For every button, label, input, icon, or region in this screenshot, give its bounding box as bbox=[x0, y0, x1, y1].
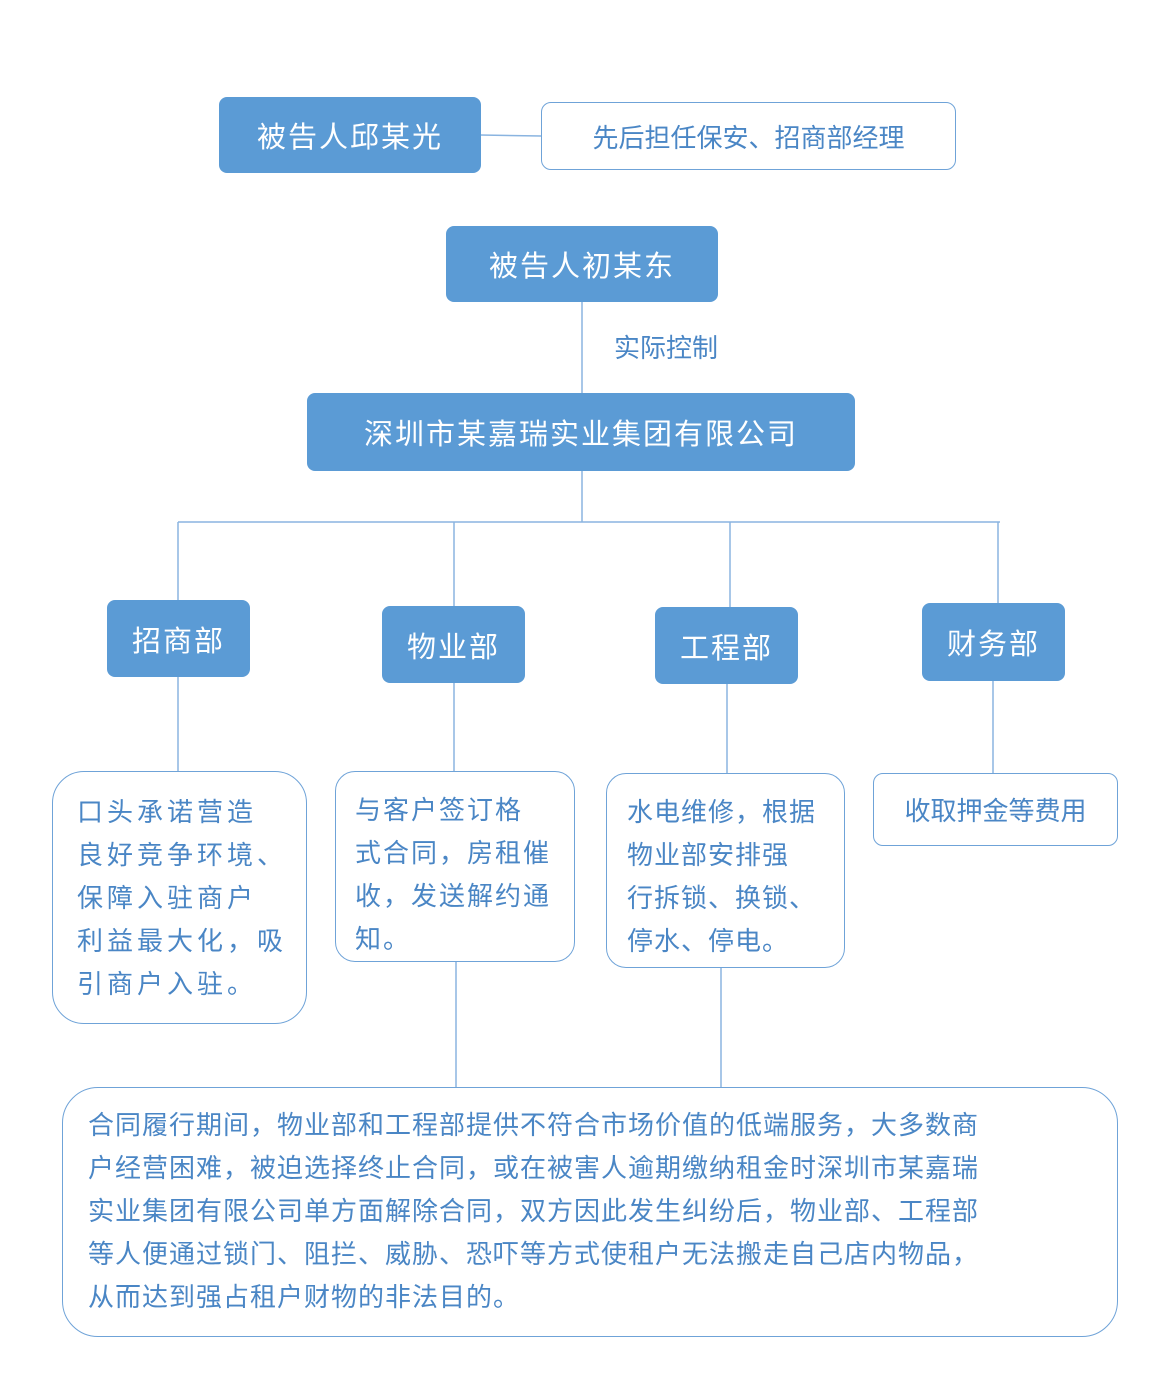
defendant-qiu-role: 先后担任保安、招商部经理 bbox=[592, 123, 905, 154]
duty-zhaoshang-box: 口头承诺营造 良好竞争环境、 保障入驻商户 利益最大化，吸 引商户入驻。 bbox=[52, 771, 307, 1024]
duty-caiwu-box: 收取押金等费用 bbox=[873, 773, 1118, 846]
duty-wuye-line: 与客户签订格 bbox=[355, 796, 524, 826]
duty-gongcheng-box: 水电维修，根据 物业部安排强 行拆锁、换锁、 停水、停电。 bbox=[606, 773, 845, 968]
company-box: 深圳市某嘉瑞实业集团有限公司 bbox=[307, 393, 855, 471]
dept-zhaoshang-name: 招商部 bbox=[131, 623, 225, 658]
defendant-qiu-name: 被告人邱某光 bbox=[256, 120, 443, 154]
defendant-chu-box: 被告人初某东 bbox=[446, 226, 718, 302]
duty-gongcheng-line: 水电维修，根据 bbox=[627, 798, 817, 828]
duty-zhaoshang-line: 保障入驻商户 bbox=[77, 884, 258, 914]
relation-label: 实际控制 bbox=[614, 334, 719, 364]
defendant-qiu-box: 被告人邱某光 bbox=[219, 97, 481, 173]
duty-wuye-line: 式合同，房租催 bbox=[355, 839, 552, 869]
dept-zhaoshang-box: 招商部 bbox=[107, 600, 250, 677]
line-qiu-role bbox=[479, 134, 542, 137]
duty-gongcheng-line: 物业部安排强 bbox=[627, 841, 790, 871]
summary-line: 户经营困难，被迫选择终止合同，或在被害人逾期缴纳租金时深圳市某嘉瑞 bbox=[88, 1154, 980, 1184]
dept-wuye-name: 物业部 bbox=[406, 629, 500, 664]
duty-gongcheng-line: 停水、停电。 bbox=[627, 927, 790, 957]
company-name: 深圳市某嘉瑞实业集团有限公司 bbox=[363, 417, 798, 451]
summary-line: 从而达到强占租户财物的非法目的。 bbox=[88, 1283, 521, 1313]
dept-caiwu-name: 财务部 bbox=[946, 627, 1040, 661]
summary-line: 合同履行期间，物业部和工程部提供不符合市场价值的低端服务，大多数商 bbox=[88, 1111, 980, 1141]
duty-gongcheng-line: 行拆锁、换锁、 bbox=[627, 884, 817, 914]
duty-zhaoshang-line: 良好竞争环境、 bbox=[77, 841, 288, 871]
dept-wuye-box: 物业部 bbox=[382, 606, 525, 683]
defendant-qiu-role-box: 先后担任保安、招商部经理 bbox=[541, 102, 956, 170]
dept-gongcheng-name: 工程部 bbox=[679, 630, 773, 665]
duty-caiwu-text: 收取押金等费用 bbox=[904, 797, 1087, 827]
summary-line: 等人便通过锁门、阻拦、威胁、恐吓等方式使租户无法搬走自己店内物品， bbox=[88, 1240, 980, 1270]
dept-caiwu-box: 财务部 bbox=[922, 603, 1065, 681]
dept-gongcheng-box: 工程部 bbox=[655, 607, 798, 684]
defendant-chu-name: 被告人初某东 bbox=[488, 249, 675, 283]
duty-zhaoshang-line: 利益最大化，吸 bbox=[77, 927, 288, 957]
duty-wuye-line: 收，发送解约通 bbox=[355, 882, 552, 912]
summary-line: 实业集团有限公司单方面解除合同，双方因此发生纠纷后，物业部、工程部 bbox=[88, 1197, 980, 1227]
duty-zhaoshang-line: 口头承诺营造 bbox=[77, 798, 258, 828]
duty-zhaoshang-line: 引商户入驻。 bbox=[77, 970, 258, 1000]
duty-wuye-line: 知。 bbox=[355, 925, 412, 955]
summary-box: 合同履行期间，物业部和工程部提供不符合市场价值的低端服务，大多数商 户经营困难，… bbox=[62, 1087, 1118, 1337]
duty-wuye-box: 与客户签订格 式合同，房租催 收，发送解约通 知。 bbox=[335, 771, 575, 962]
